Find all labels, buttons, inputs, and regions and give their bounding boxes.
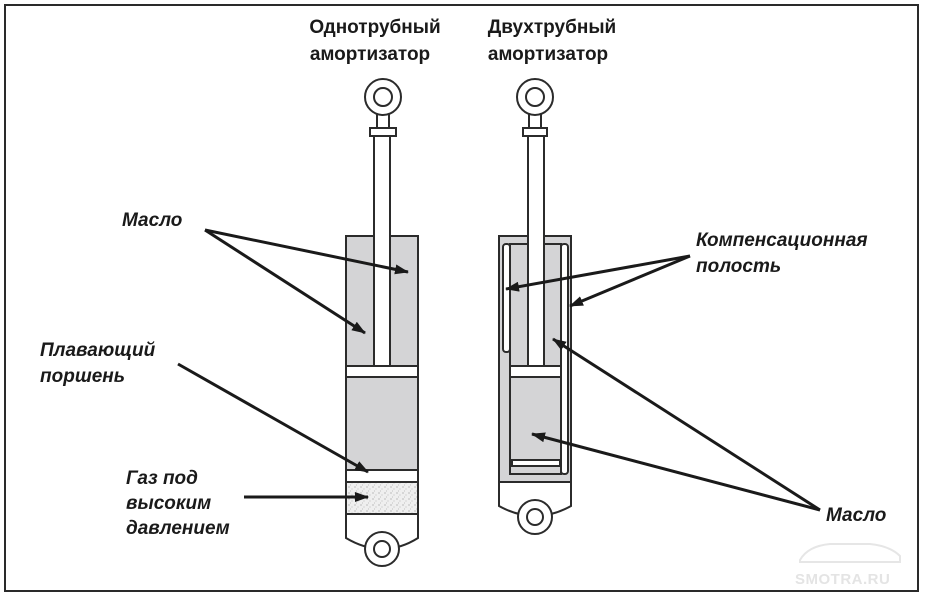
watermark-text: SMOTRA.RU [795,571,890,588]
arrow-oil-left-upper [204,228,409,275]
twin-piston [509,365,562,378]
twin-title-line2: амортизатор [488,44,608,65]
mono-top-eye-hole [373,87,393,107]
twin-base-valve [511,459,561,467]
arrow-oil-right-upper [552,337,821,512]
arrow-oil-left-lower [204,228,366,335]
diagram-frame [4,4,919,592]
label-gas-line2: высоким [126,493,211,514]
label-oil-right: Масло [826,505,886,526]
mono-title-line2: амортизатор [310,44,430,65]
mono-title-line1: Однотрубный [309,17,440,38]
mono-gas-chamber [345,481,419,515]
label-gas-line3: давлением [126,518,230,539]
twin-compensation-left [502,243,511,353]
twin-piston-rod [527,135,545,367]
label-oil-left: Масло [122,210,182,231]
mono-floating-piston [345,469,419,483]
mono-tube-shock [345,78,419,567]
arrow-compensation-right [569,254,691,308]
arrow-compensation-left [505,254,691,292]
mono-bottom-eye-hole [373,540,391,558]
arrow-oil-right-lower [531,432,821,512]
twin-tube-shock [498,78,572,535]
label-gas-line1: Газ под [126,468,198,489]
car-watermark-icon [799,543,901,563]
mono-piston [345,365,419,378]
mono-piston-rod [373,135,391,367]
arrow-floating-piston [177,362,369,474]
twin-title-line1: Двухтрубный [488,17,616,38]
twin-top-eye-hole [525,87,545,107]
watermark: SMOTRA.RU [795,543,901,588]
twin-rod-collar [522,127,548,137]
label-floating-piston-line1: Плавающий [40,340,156,361]
label-compensation-line2: полость [696,256,781,277]
label-floating-piston-line2: поршень [40,366,125,387]
mono-rod-collar [369,127,397,137]
label-compensation-line1: Компенсационная [696,230,868,251]
twin-bottom-eye-hole [526,508,544,526]
